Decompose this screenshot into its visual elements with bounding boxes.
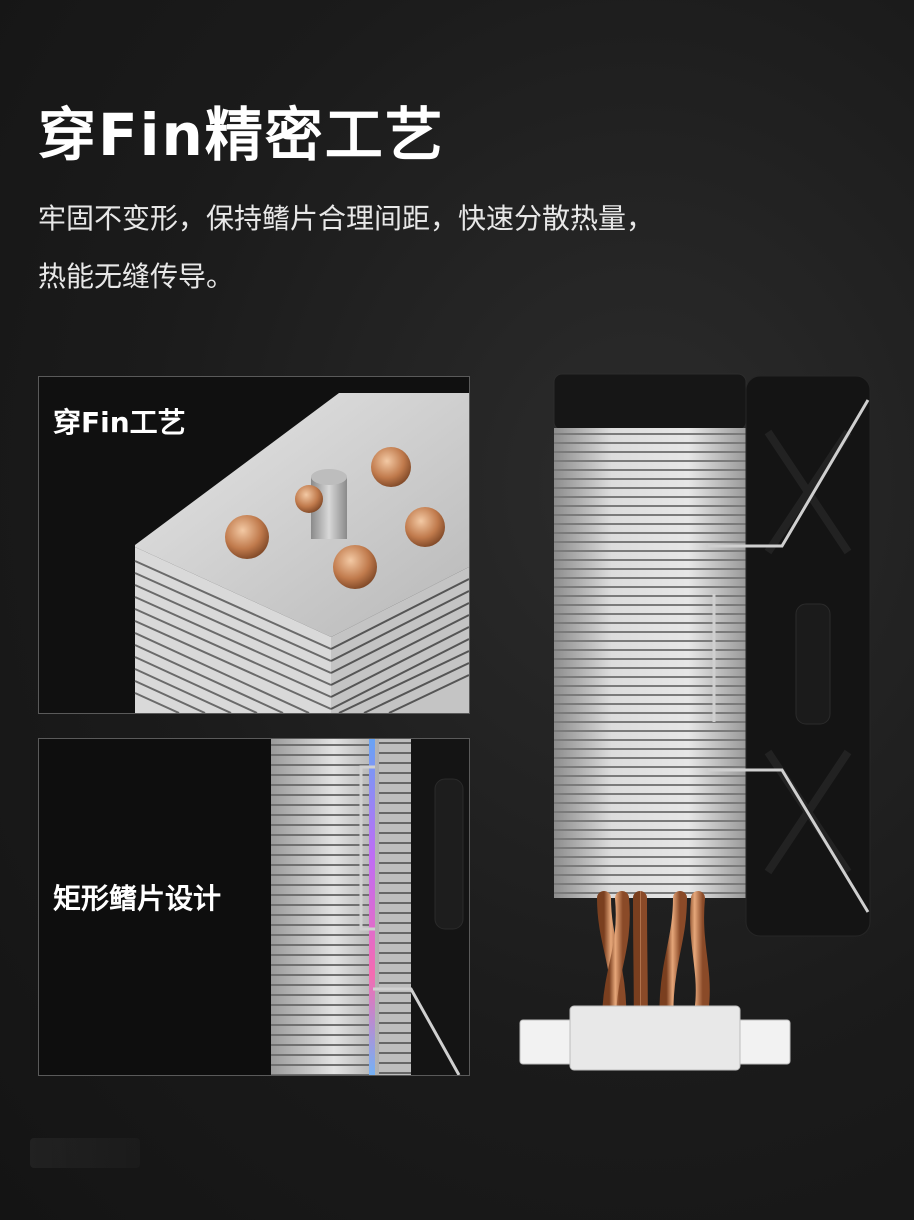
- panel-label-rectangular-fin: 矩形鳍片设计: [53, 882, 222, 915]
- copper-heatpipe-icon: [225, 447, 445, 589]
- watermark: [30, 1138, 140, 1168]
- rectangular-fin-panel: 矩形鳍片设计: [38, 738, 470, 1076]
- fan-frame-icon: [411, 739, 469, 1075]
- fin-top-closeup-image: [39, 377, 469, 713]
- cpu-cooler-side-view: [518, 372, 888, 1102]
- description-line-1: 牢固不变形，保持鳍片合理间距，快速分散热量，: [38, 202, 655, 235]
- page-title: 穿Fin精密工艺: [38, 101, 445, 169]
- cooler-illustration: [519, 373, 871, 1079]
- panel-label-fin-process: 穿Fin工艺: [53, 406, 186, 439]
- mounting-bracket-icon: [359, 765, 461, 1075]
- description: 牢固不变形，保持鳍片合理间距，快速分散热量， 热能无缝传导。: [38, 190, 798, 306]
- fin-process-panel: 穿Fin工艺: [38, 376, 470, 714]
- description-line-2: 热能无缝传导。: [38, 260, 235, 293]
- rectangular-fin-closeup-image: [39, 739, 469, 1075]
